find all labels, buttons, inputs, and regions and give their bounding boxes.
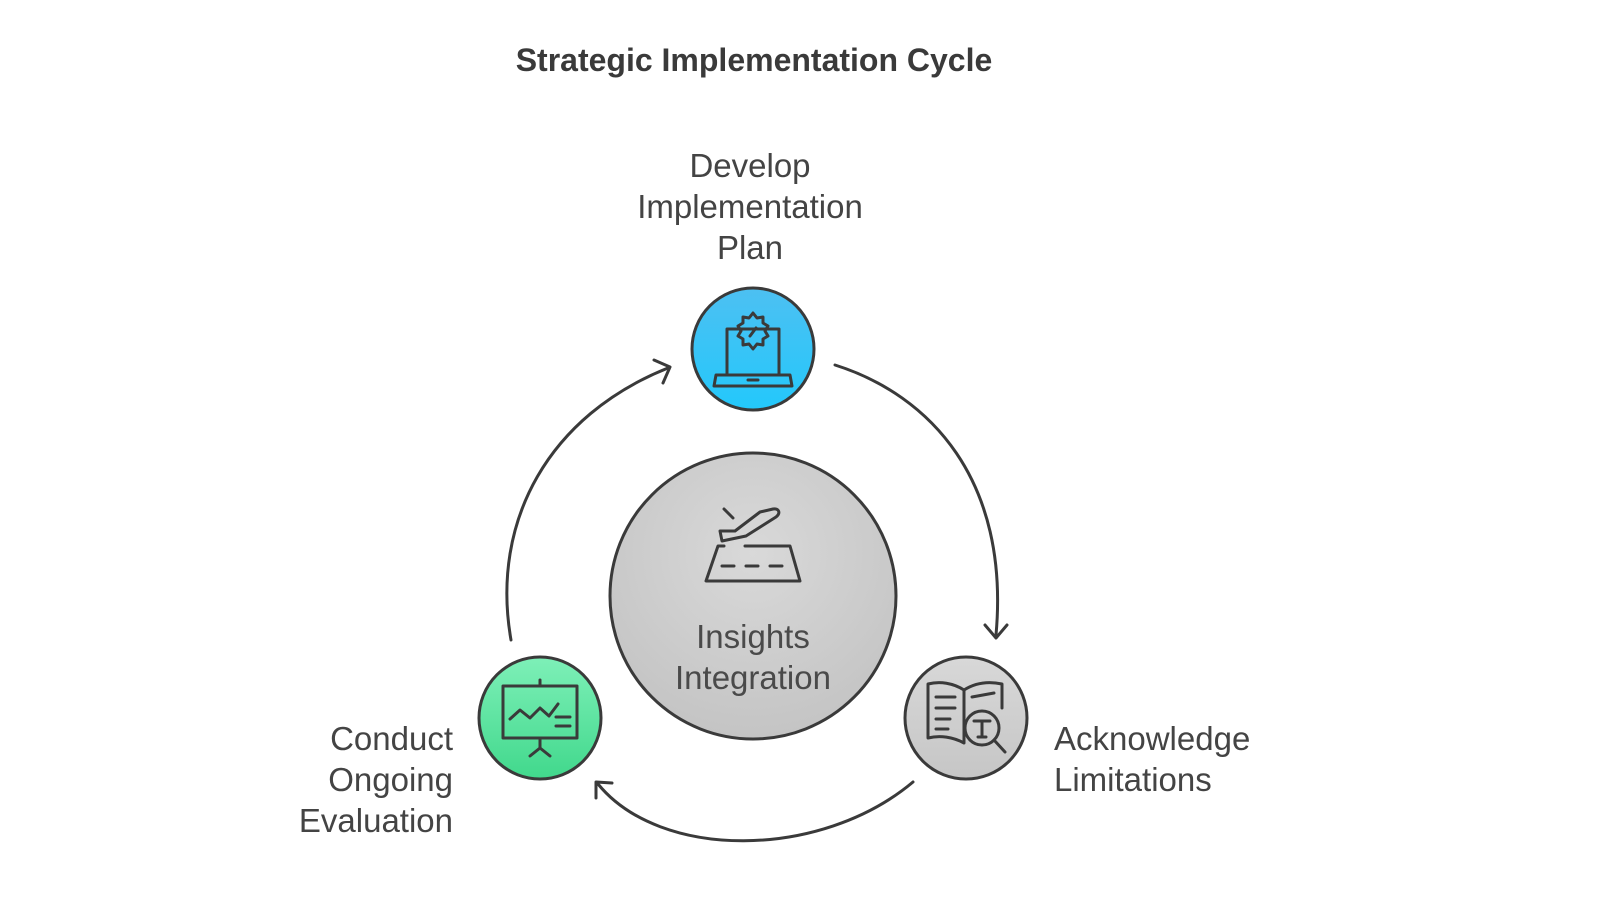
book-search-icon xyxy=(926,681,1007,754)
step-label-ongoing-evaluation: Conduct Ongoing Evaluation xyxy=(160,718,453,841)
step-node-acknowledge-limitations xyxy=(903,655,1029,781)
center-label-line: Insights xyxy=(696,618,810,655)
center-label: Insights Integration xyxy=(610,616,896,698)
diagram-title: Strategic Implementation Cycle xyxy=(515,42,993,78)
step-label-line: Plan xyxy=(716,229,784,266)
step-node-develop-plan xyxy=(690,286,816,412)
step-label-line: Ongoing xyxy=(328,761,453,798)
step-label-acknowledge-limitations: Acknowledge Limitations xyxy=(1054,718,1250,800)
step-label-line: Acknowledge xyxy=(1054,720,1251,757)
cycle-arrows xyxy=(505,358,1009,843)
laptop-gear-icon xyxy=(712,311,794,388)
arrow-top-to-right xyxy=(833,363,999,637)
step-label-line: Evaluation xyxy=(298,802,453,839)
arrow-right-to-left xyxy=(596,780,915,843)
presentation-chart-icon xyxy=(501,678,579,758)
arrowhead-left xyxy=(594,780,614,800)
arrowhead-top xyxy=(652,358,672,385)
airplane-takeoff-icon xyxy=(704,507,802,583)
arrowhead-right xyxy=(983,623,1009,640)
step-label-develop-plan: Develop Implementation Plan xyxy=(560,145,940,268)
arrow-left-to-top xyxy=(505,366,670,642)
step-label-line: Develop xyxy=(689,147,811,184)
step-label-line: Implementation xyxy=(637,188,863,225)
center-label-line: Integration xyxy=(675,659,831,696)
step-label-line: Conduct xyxy=(330,720,453,757)
step-node-ongoing-evaluation xyxy=(477,655,603,781)
center-node xyxy=(608,451,898,741)
step-label-line: Limitations xyxy=(1054,761,1212,798)
